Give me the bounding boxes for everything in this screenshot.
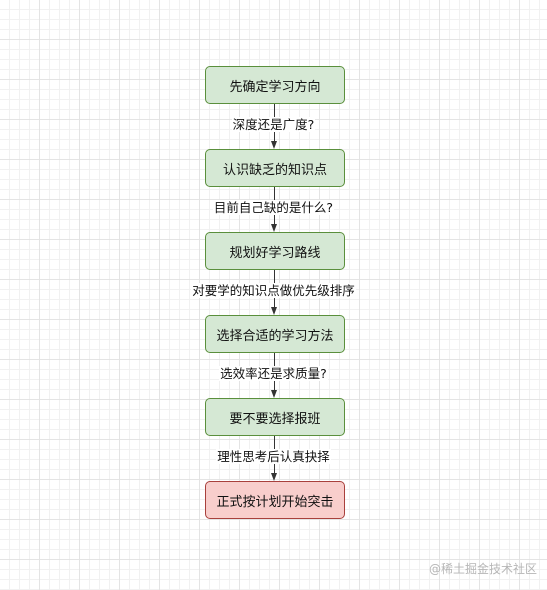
arrowhead-icon bbox=[271, 473, 277, 481]
edge-label-1: 深度还是广度? bbox=[0, 117, 547, 133]
flow-node-6: 正式按计划开始突击 bbox=[205, 481, 345, 519]
flow-node-3: 规划好学习路线 bbox=[205, 232, 345, 270]
arrowhead-icon bbox=[271, 141, 277, 149]
flow-node-2: 认识缺乏的知识点 bbox=[205, 149, 345, 187]
edge-label-text: 对要学的知识点做优先级排序 bbox=[191, 283, 356, 298]
arrowhead-icon bbox=[271, 224, 277, 232]
edge-label-4: 选效率还是求质量? bbox=[0, 366, 547, 382]
edge-label-5: 理性思考后认真抉择 bbox=[0, 449, 547, 465]
edge-label-text: 目前自己缺的是什么? bbox=[212, 200, 335, 215]
edge-label-text: 深度还是广度? bbox=[231, 117, 316, 132]
flow-node-4: 选择合适的学习方法 bbox=[205, 315, 345, 353]
arrowhead-icon bbox=[271, 307, 277, 315]
edge-label-text: 理性思考后认真抉择 bbox=[216, 449, 331, 464]
arrowhead-icon bbox=[271, 390, 277, 398]
edge-label-3: 对要学的知识点做优先级排序 bbox=[0, 283, 547, 299]
edge-label-text: 选效率还是求质量? bbox=[219, 366, 328, 381]
watermark: @稀土掘金技术社区 bbox=[428, 562, 537, 576]
edge-label-2: 目前自己缺的是什么? bbox=[0, 200, 547, 216]
flow-node-1: 先确定学习方向 bbox=[205, 66, 345, 104]
flow-node-5: 要不要选择报班 bbox=[205, 398, 345, 436]
